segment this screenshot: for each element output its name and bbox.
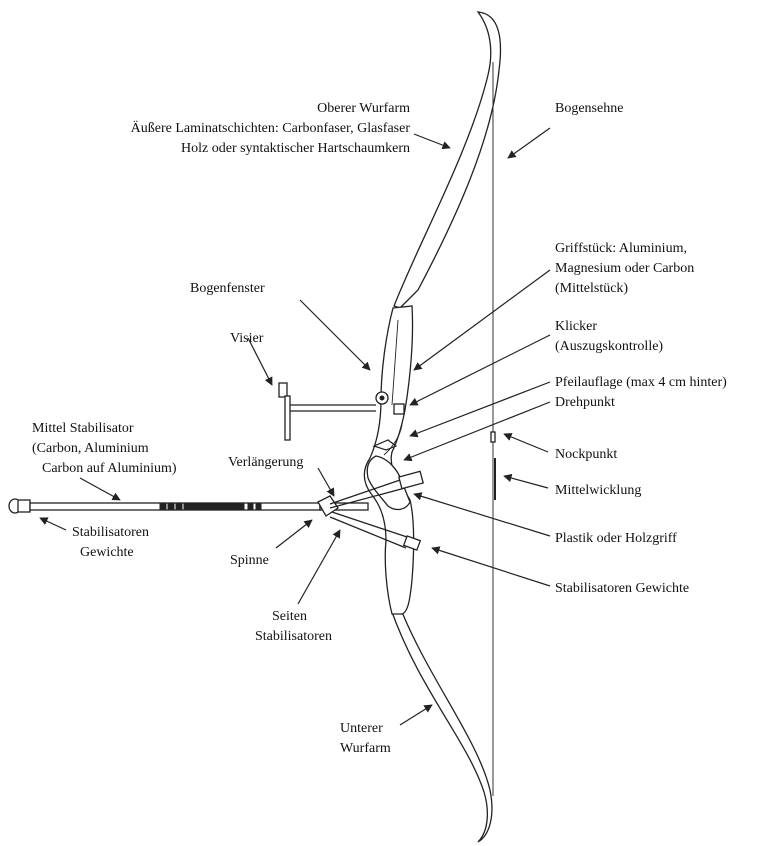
label-nockpunkt: Nockpunkt (555, 447, 617, 462)
upper-limb (393, 11, 502, 309)
label-bogensehne: Bogensehne (555, 101, 623, 116)
arrow-mittel-stab (79, 477, 121, 501)
label-bogenfenster: Bogenfenster (190, 281, 265, 296)
arrow-bogenfenster (299, 299, 371, 371)
label-seiten-stab-2: Stabilisatoren (255, 629, 332, 644)
v-bar (317, 479, 406, 517)
lower-limb (391, 611, 493, 843)
bow-drawing (8, 11, 502, 843)
label-oberer-wurfarm: Oberer Wurfarm (317, 101, 410, 116)
label-unterer-wurfarm-2: Wurfarm (340, 741, 391, 756)
label-plastik-holzgriff: Plastik oder Holzgriff (555, 531, 677, 546)
leader-arrows (39, 127, 551, 726)
grip (366, 455, 411, 511)
label-laminat-1: Äußere Laminatschichten: Carbonfaser, Gl… (131, 119, 411, 136)
arrow-verlaengerung (317, 467, 335, 497)
arrow-laminat (413, 133, 451, 150)
label-griffstueck-1: Griffstück: Aluminium, (555, 241, 687, 256)
label-griffstueck-3: (Mittelstück) (555, 281, 628, 296)
label-verlaengerung: Verlängerung (228, 455, 303, 470)
arrow-visier (247, 337, 273, 386)
label-klicker-2: (Auszugskontrolle) (555, 339, 663, 354)
label-visier: Visier (230, 331, 264, 346)
arrow-bogensehne (507, 127, 551, 159)
sight (278, 382, 405, 441)
label-mittel-stab-2: (Carbon, Aluminium (32, 441, 149, 456)
label-pfeilauflage: Pfeilauflage (max 4 cm hinter) (555, 375, 727, 390)
arrow-mittelwicklung (503, 473, 549, 489)
riser (363, 305, 415, 615)
label-unterer-wurfarm-1: Unterer (340, 721, 383, 736)
label-stab-gewichte-links-1: Stabilisatoren (72, 525, 149, 540)
label-laminat-2: Holz oder syntaktischer Hartschaumkern (181, 141, 410, 156)
label-mittel-stab-1: Mittel Stabilisator (32, 421, 134, 436)
arrow-pfeilauflage (409, 381, 551, 438)
arrow-plastik-holzgriff (413, 492, 551, 537)
arrow-drehpunkt (403, 401, 551, 462)
label-stab-gewichte-rechts: Stabilisatoren Gewichte (555, 581, 689, 596)
arrow-seiten-stab (297, 529, 341, 605)
label-seiten-stab-1: Seiten (272, 609, 307, 624)
arrow-griffstueck (413, 269, 551, 371)
arrow-klicker (409, 334, 551, 406)
arrow-stab-gewichte-rechts (431, 546, 551, 587)
labels: Oberer Wurfarm Äußere Laminatschichten: … (32, 101, 727, 756)
label-stab-gewichte-links-2: Gewichte (80, 545, 134, 560)
label-griffstueck-2: Magnesium oder Carbon (555, 261, 694, 276)
label-klicker-1: Klicker (555, 319, 597, 334)
label-spinne: Spinne (230, 553, 269, 568)
label-mittelwicklung: Mittelwicklung (555, 483, 641, 498)
label-mittel-stab-3: Carbon auf Aluminium) (42, 461, 177, 476)
arrow-spinne (275, 519, 313, 549)
arrow-stab-gewichte-links (39, 517, 67, 531)
arrow-nockpunkt (503, 432, 549, 453)
nock-point (490, 431, 496, 443)
label-drehpunkt: Drehpunkt (555, 395, 615, 410)
arrow-unterer-wurfarm (399, 704, 433, 726)
long-stabilizer (8, 498, 321, 514)
side-rods (329, 511, 422, 551)
